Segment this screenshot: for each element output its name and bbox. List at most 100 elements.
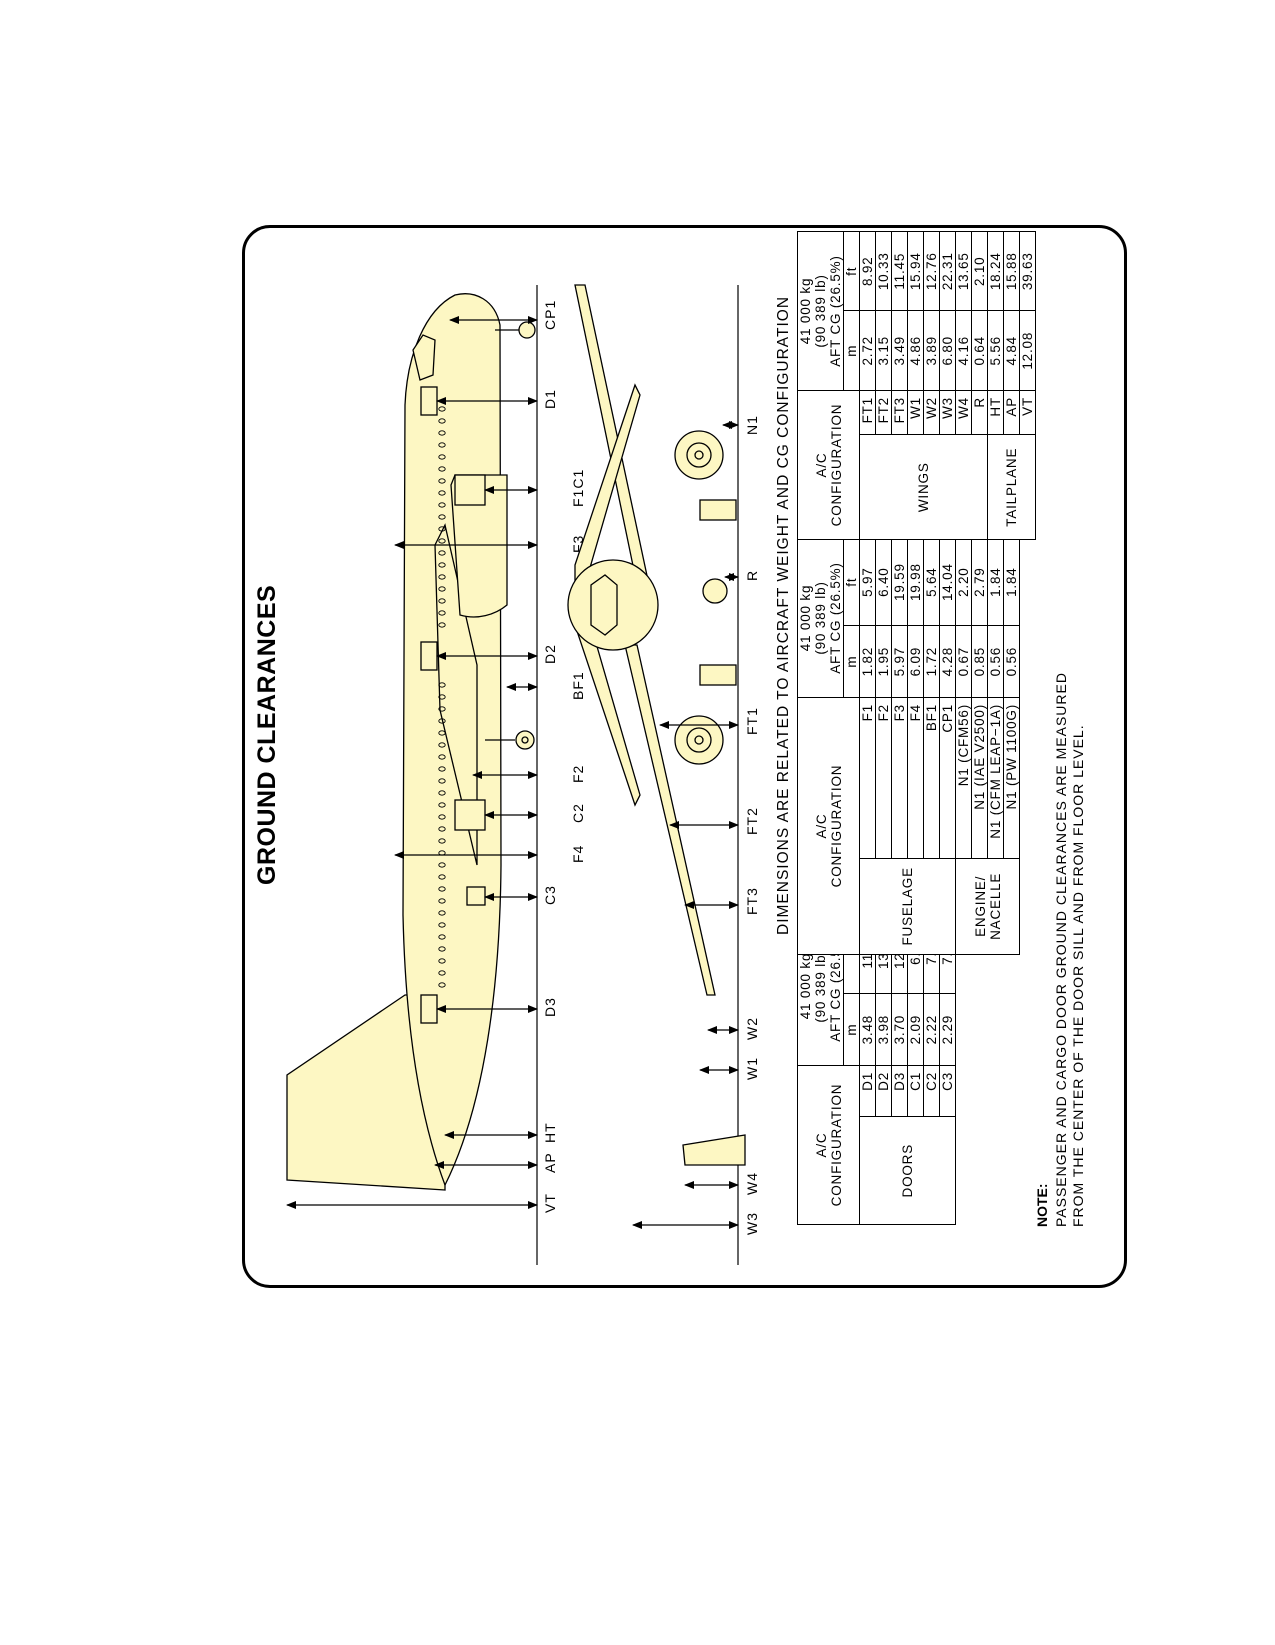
- meters-cell: 2.72: [859, 311, 876, 391]
- header-ft: ft: [843, 231, 860, 311]
- cabin-window: [438, 886, 446, 892]
- cabin-window: [438, 778, 446, 784]
- feet-cell: 10.33: [875, 231, 892, 311]
- row-id-cell: F3: [891, 697, 908, 859]
- label-f1c1: F1C1: [570, 469, 586, 507]
- door-d2: [420, 641, 438, 671]
- header-m: m: [843, 625, 860, 698]
- cabin-window: [438, 922, 446, 928]
- row-id-cell: N1 (PW 1100G): [1003, 697, 1020, 859]
- row-id-cell: FT1: [859, 390, 876, 435]
- row-id-cell: VT: [1019, 390, 1036, 435]
- label-ft3: FT3: [744, 887, 760, 915]
- main-gear-wheel: [515, 730, 535, 750]
- label-w1: W1: [744, 1057, 760, 1080]
- cabin-window: [438, 802, 446, 808]
- cabin-window: [438, 898, 446, 904]
- wing-front-left: [624, 644, 716, 996]
- meters-cell: 3.98: [875, 993, 892, 1066]
- cabin-window: [438, 502, 446, 508]
- meters-cell: 5.97: [891, 625, 908, 698]
- feet-cell: 2.20: [955, 538, 972, 626]
- header-config-1: A/C: [813, 813, 829, 839]
- cabin-window: [438, 490, 446, 496]
- label-ft2: FT2: [744, 807, 760, 835]
- meters-cell: 3.70: [891, 993, 908, 1066]
- meters-cell: 3.15: [875, 311, 892, 391]
- cargo-door-c2: [454, 799, 486, 831]
- meters-cell: 2.29: [939, 993, 956, 1066]
- feet-cell: 13.65: [955, 231, 972, 311]
- row-id-cell: D2: [875, 1065, 892, 1117]
- cabin-window: [438, 730, 446, 736]
- row-id-cell: W1: [907, 390, 924, 435]
- cabin-window: [438, 514, 446, 520]
- label-bf1: BF1: [570, 671, 586, 700]
- feet-cell: 6.40: [875, 538, 892, 626]
- label-ap: AP: [542, 1152, 558, 1173]
- caption: DIMENSIONS ARE RELATED TO AIRCRAFT WEIGH…: [775, 295, 792, 935]
- cabin-window: [438, 406, 446, 412]
- tailplane-group-label: TAILPLANE: [987, 434, 1036, 540]
- group-label-line: TAILPLANE: [1004, 447, 1019, 527]
- cabin-window: [438, 430, 446, 436]
- header-m: m: [843, 311, 860, 391]
- meters-cell: 12.08: [1019, 311, 1036, 391]
- feet-cell: 15.88: [1003, 231, 1020, 311]
- doors-group-label: DOORS: [859, 1116, 956, 1225]
- header-config-2: CONFIGURATION: [828, 1083, 844, 1207]
- feet-cell: 39.63: [1019, 231, 1036, 311]
- fuselage-group-label: FUSELAGE: [859, 858, 956, 955]
- label-w4: W4: [744, 1172, 760, 1195]
- cabin-window: [438, 418, 446, 424]
- label-ft1: FT1: [744, 707, 760, 735]
- label-f4: F4: [570, 845, 586, 863]
- cabin-window: [438, 754, 446, 760]
- cabin-window: [438, 598, 446, 604]
- header-config-1: A/C: [813, 1132, 829, 1158]
- meters-cell: 0.67: [955, 625, 972, 698]
- nose-gear-front: [702, 578, 728, 604]
- cabin-window: [438, 442, 446, 448]
- feet-cell: 22.31: [939, 231, 956, 311]
- row-id-cell: AP: [1003, 390, 1020, 435]
- row-id-cell: F4: [907, 697, 924, 859]
- row-id-cell: D1: [859, 1065, 876, 1117]
- row-id-cell: W2: [923, 390, 940, 435]
- cabin-window: [438, 622, 446, 628]
- cabin-window: [438, 946, 446, 952]
- cabin-window: [438, 706, 446, 712]
- header-config-2: CONFIGURATION: [828, 403, 844, 527]
- header-config-1: A/C: [813, 452, 829, 478]
- cabin-window: [438, 742, 446, 748]
- label-cp1: CP1: [542, 300, 558, 330]
- feet-cell: 19.98: [907, 538, 924, 626]
- header-weight-1: 41 000 kg: [798, 277, 813, 345]
- cabin-window: [438, 826, 446, 832]
- cabin-window: [438, 982, 446, 988]
- label-r: R: [744, 570, 760, 581]
- cabin-window: [438, 466, 446, 472]
- feet-cell: 14.04: [939, 538, 956, 626]
- meters-cell: 0.56: [1003, 625, 1020, 698]
- cockpit-window: [412, 334, 436, 381]
- feet-cell: 5.97: [859, 538, 876, 626]
- side-view-labels: VT AP HT D3 C3 F4 C2 F2 BF1 D2 F3 F1C1 D…: [542, 300, 586, 1213]
- feet-cell: 1.84: [1003, 538, 1020, 626]
- fuselage-weight-header: 41 000 kg (90 389 lb) AFT CG (26.5%): [797, 538, 844, 698]
- label-w3: W3: [744, 1212, 760, 1235]
- feet-cell: 5.64: [923, 538, 940, 626]
- nose-gear-wheel: [518, 321, 536, 339]
- cabin-windows: [438, 406, 446, 988]
- cabin-window: [438, 934, 446, 940]
- cabin-window: [438, 862, 446, 868]
- header-config-2: CONFIGURATION: [828, 764, 844, 888]
- label-w2: W2: [744, 1017, 760, 1040]
- feet-cell: 19.59: [891, 538, 908, 626]
- group-label-line: NACELLE: [987, 872, 1003, 940]
- door-d1: [420, 386, 438, 416]
- meters-cell: 3.89: [923, 311, 940, 391]
- cabin-window: [438, 874, 446, 880]
- feet-cell: 2.79: [971, 538, 988, 626]
